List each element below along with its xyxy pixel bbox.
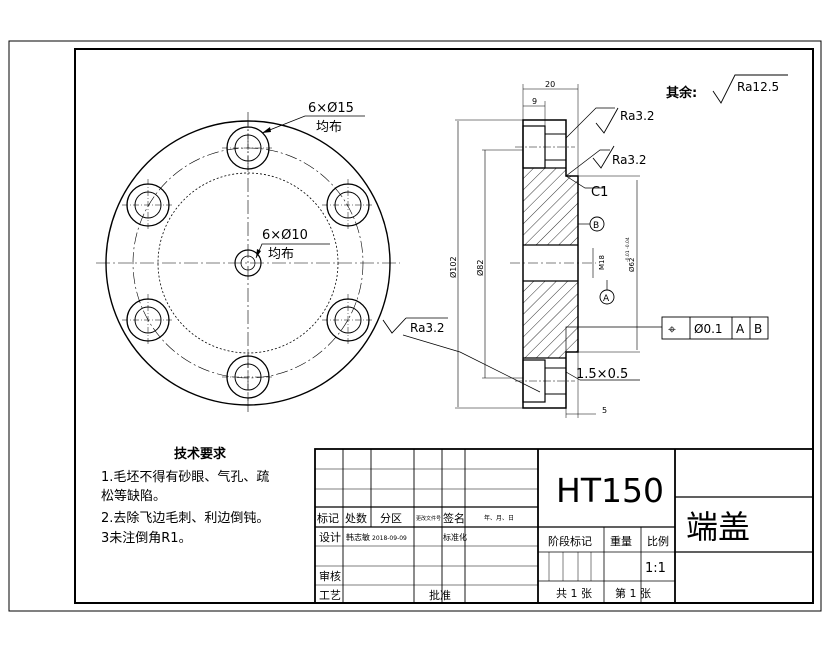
tech-req-line3: 2.去除飞边毛刺、利边倒钝。	[101, 511, 269, 526]
spigot-tolerance-label: -0.01 -0.04	[625, 237, 631, 262]
section-hatch-upper	[523, 168, 578, 245]
header-date: 年、月、日	[484, 514, 514, 522]
header-sign: 签名	[443, 511, 465, 525]
dim-top-inner-label: 9	[532, 97, 537, 106]
hole-small-label: 6×Ø10	[262, 228, 308, 243]
dim-top-total-label: 20	[545, 80, 555, 89]
process-label: 工艺	[319, 589, 341, 602]
dia-spigot-label: Ø62	[628, 258, 636, 272]
hole-small-note: 均布	[268, 247, 294, 262]
header-zone: 分区	[380, 512, 402, 525]
sheets-total: 共 1 张	[556, 587, 592, 600]
leader-tolerance	[565, 326, 662, 352]
datum-a-label: A	[603, 294, 610, 304]
design-label: 设计	[319, 531, 341, 544]
review-label: 审核	[319, 569, 341, 583]
scale-value: 1:1	[645, 561, 666, 576]
header-count: 处数	[345, 512, 367, 525]
designer-name: 韩志敏	[346, 532, 370, 542]
rough-other-symbol	[712, 74, 788, 104]
tolerance-symbol: ⌖	[668, 322, 676, 338]
front-view	[96, 112, 400, 413]
section-outline	[522, 119, 579, 409]
groove-label: 1.5×0.5	[576, 367, 628, 382]
rough-other-label: 其余:	[666, 85, 697, 101]
stage-mark-label: 阶段标记	[548, 534, 592, 548]
tech-req-line2: 松等缺陷。	[101, 488, 166, 504]
hole-large-label: 6×Ø15	[308, 101, 354, 116]
rough-face-label: Ra3.2	[620, 109, 655, 123]
dia-mid-label: Ø82	[475, 260, 485, 276]
sheet-number: 第 1 张	[615, 586, 651, 600]
section-view	[382, 74, 788, 418]
dia-outer-label: Ø102	[448, 256, 458, 278]
tech-req-title: 技术要求	[174, 446, 227, 462]
weight-label: 重量	[610, 534, 632, 548]
scale-label: 比例	[647, 534, 669, 548]
leader-chamfer	[565, 175, 605, 189]
title-block	[314, 448, 814, 604]
dia-bore-label: M18	[598, 255, 606, 270]
leader-rough-bottom	[402, 334, 541, 393]
material-label: HT150	[556, 471, 664, 510]
bolt-hole	[122, 294, 174, 346]
dim-step-label: 5	[602, 406, 607, 415]
part-name: 端盖	[686, 508, 750, 546]
header-mark: 标记	[317, 511, 339, 525]
leader-rough-chamfer	[565, 149, 610, 177]
section-hatch-lower	[523, 281, 578, 358]
bolt-hole	[222, 351, 274, 403]
approve-label: 批准	[429, 588, 451, 602]
rough-bottom-label: Ra3.2	[410, 321, 445, 335]
chamfer-label: C1	[591, 185, 608, 200]
bolt-hole	[222, 122, 274, 174]
datum-b-label: B	[593, 221, 599, 231]
leader-groove	[565, 371, 640, 381]
tolerance-ref-a: A	[736, 322, 745, 336]
tech-req-line4: 3未注倒角R1。	[101, 531, 192, 546]
leader-rough-face	[565, 107, 615, 139]
tolerance-ref-b: B	[754, 322, 762, 336]
tolerance-value: Ø0.1	[694, 322, 723, 336]
header-doc: 更改文件号	[416, 515, 441, 522]
rough-other-value: Ra12.5	[737, 80, 779, 94]
leader-hole-large	[261, 115, 365, 134]
standard-label: 标准化	[443, 532, 467, 542]
bolt-hole	[122, 179, 174, 231]
tolerance-frame	[661, 316, 769, 340]
rough-chamfer-label: Ra3.2	[612, 153, 647, 167]
bolt-hole	[322, 294, 374, 346]
outer-border	[8, 40, 822, 612]
center-bore	[234, 249, 262, 277]
design-date: 2018-09-09	[372, 535, 407, 542]
bolt-hole	[322, 179, 374, 231]
hole-large-note: 均布	[316, 120, 342, 135]
center-bore-inner	[240, 255, 256, 271]
tech-req-line1: 1.毛坯不得有砂眼、气孔、疏	[101, 469, 269, 485]
